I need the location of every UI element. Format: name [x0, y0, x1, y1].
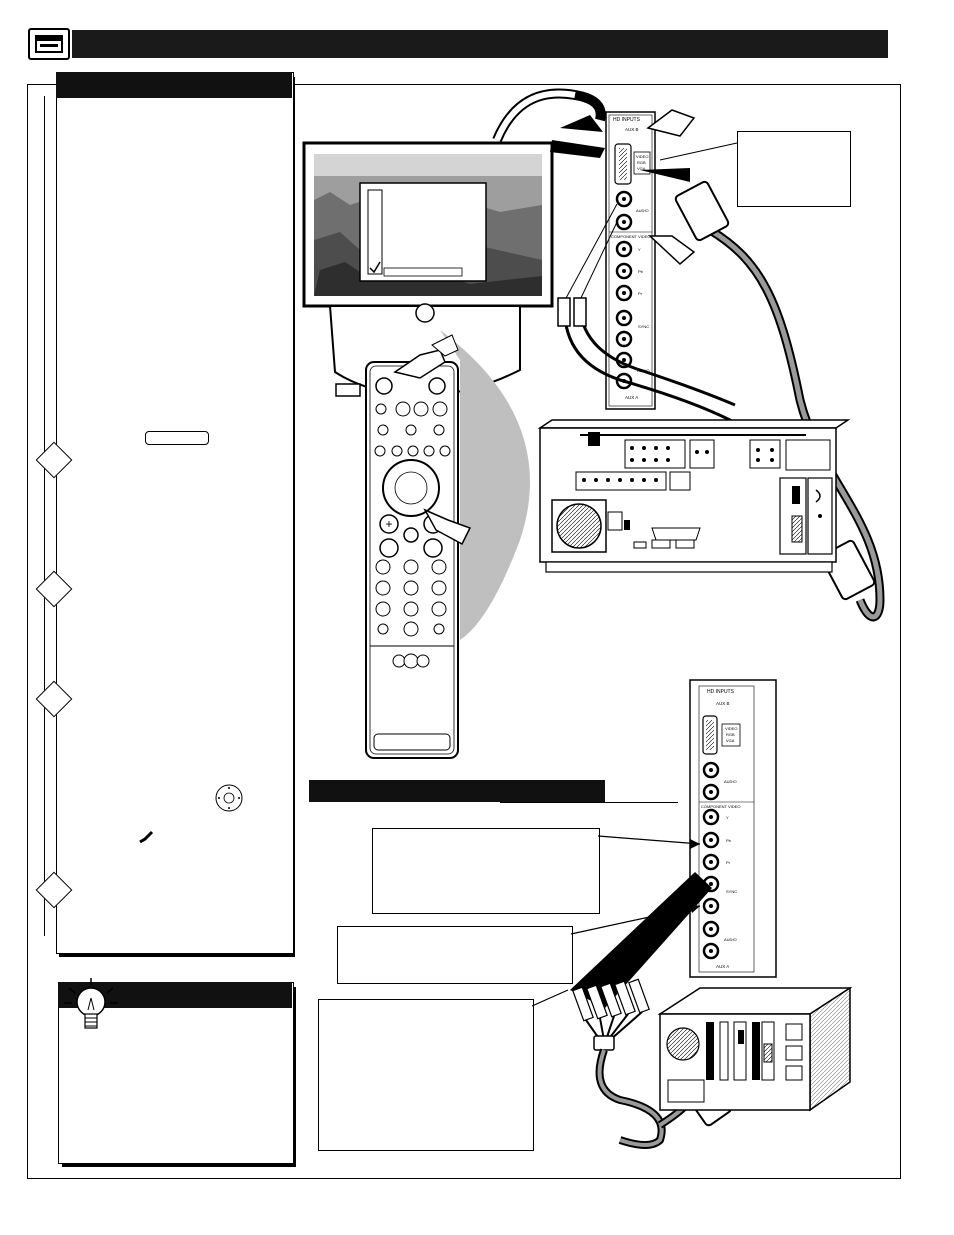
svg-text:COMPONENT VIDEO: COMPONENT VIDEO: [611, 234, 651, 239]
svg-text:RGB: RGB: [637, 160, 646, 165]
menu-check-icon: [369, 261, 381, 274]
svg-text:VGA: VGA: [637, 166, 646, 171]
svg-text:Pr: Pr: [726, 860, 731, 865]
page-frame: [27, 84, 901, 1179]
tv-onscreen-menu: [359, 182, 487, 282]
svg-text:Pr: Pr: [638, 291, 643, 296]
panel-bottom-section-label: HD INPUTS: [707, 689, 735, 695]
svg-text:AUX A: AUX A: [625, 395, 638, 400]
panel-bottom-aux-b-label: AUX B: [716, 701, 730, 706]
desktop-computer: [657, 986, 853, 1112]
svg-text:VIDEO: VIDEO: [636, 154, 648, 159]
step-guide-line: [44, 96, 45, 936]
page-title-bar: [72, 30, 888, 58]
breakout-cable-arrow: [570, 872, 712, 1008]
tv-window-icon: [35, 35, 63, 53]
instruction-panel: [56, 72, 294, 954]
section-underline: [500, 802, 678, 803]
svg-text:RGB: RGB: [726, 732, 735, 737]
sync-callout-box: [337, 926, 573, 984]
vga-plug: [674, 180, 730, 242]
pointing-hand-icon: [648, 235, 696, 266]
svg-text:SYNC: SYNC: [726, 889, 737, 894]
page-section-icon: [28, 28, 70, 60]
menu-button-key-icon: [145, 431, 209, 445]
svg-text:Y: Y: [726, 815, 729, 820]
svg-text:AUDIO: AUDIO: [724, 937, 737, 942]
fan-icon: [666, 1027, 700, 1061]
remote-cursor-pad: [382, 459, 440, 517]
breakout-cable-callout-box: [318, 999, 534, 1151]
tv-input-panel-top: HD INPUTS AUX B VIDEO RGB VGA AUDIO COMP…: [605, 111, 656, 410]
panel-top-aux-b-label: AUX B: [625, 127, 639, 132]
remote-signal-beam: [440, 330, 530, 640]
svg-text:COMPONENT VIDEO: COMPONENT VIDEO: [701, 804, 741, 809]
computer-rear-view: [537, 419, 851, 573]
svg-text:Y: Y: [638, 247, 641, 252]
svg-text:VGA: VGA: [726, 738, 735, 743]
pointing-hand-icon: [646, 109, 696, 137]
svg-text:SYNC: SYNC: [638, 324, 649, 329]
connection-section-bar: [309, 780, 605, 802]
tv-input-panel-bottom: HD INPUTS AUX B VIDEO RGB VGA AUDIO COMP…: [689, 679, 777, 978]
component-callout-box: [372, 828, 600, 914]
remote-control: +: [365, 334, 472, 759]
svg-text:AUDIO: AUDIO: [724, 779, 737, 784]
svg-text:VIDEO: VIDEO: [725, 726, 737, 731]
svg-text:Pb: Pb: [638, 269, 644, 274]
svg-text:AUX A: AUX A: [716, 964, 729, 969]
fan-icon: [556, 503, 602, 549]
instruction-panel-heading-bar: [56, 72, 292, 98]
pointing-hand-icon: [423, 508, 472, 546]
svg-text:Pb: Pb: [726, 838, 732, 843]
television: [302, 141, 554, 397]
vga-callout-box: [737, 131, 851, 207]
svg-text:+: +: [385, 517, 392, 531]
svg-text:AUDIO: AUDIO: [636, 208, 649, 213]
pointing-hand-icon: [393, 349, 446, 379]
panel-top-section-label: HD INPUTS: [613, 117, 641, 123]
